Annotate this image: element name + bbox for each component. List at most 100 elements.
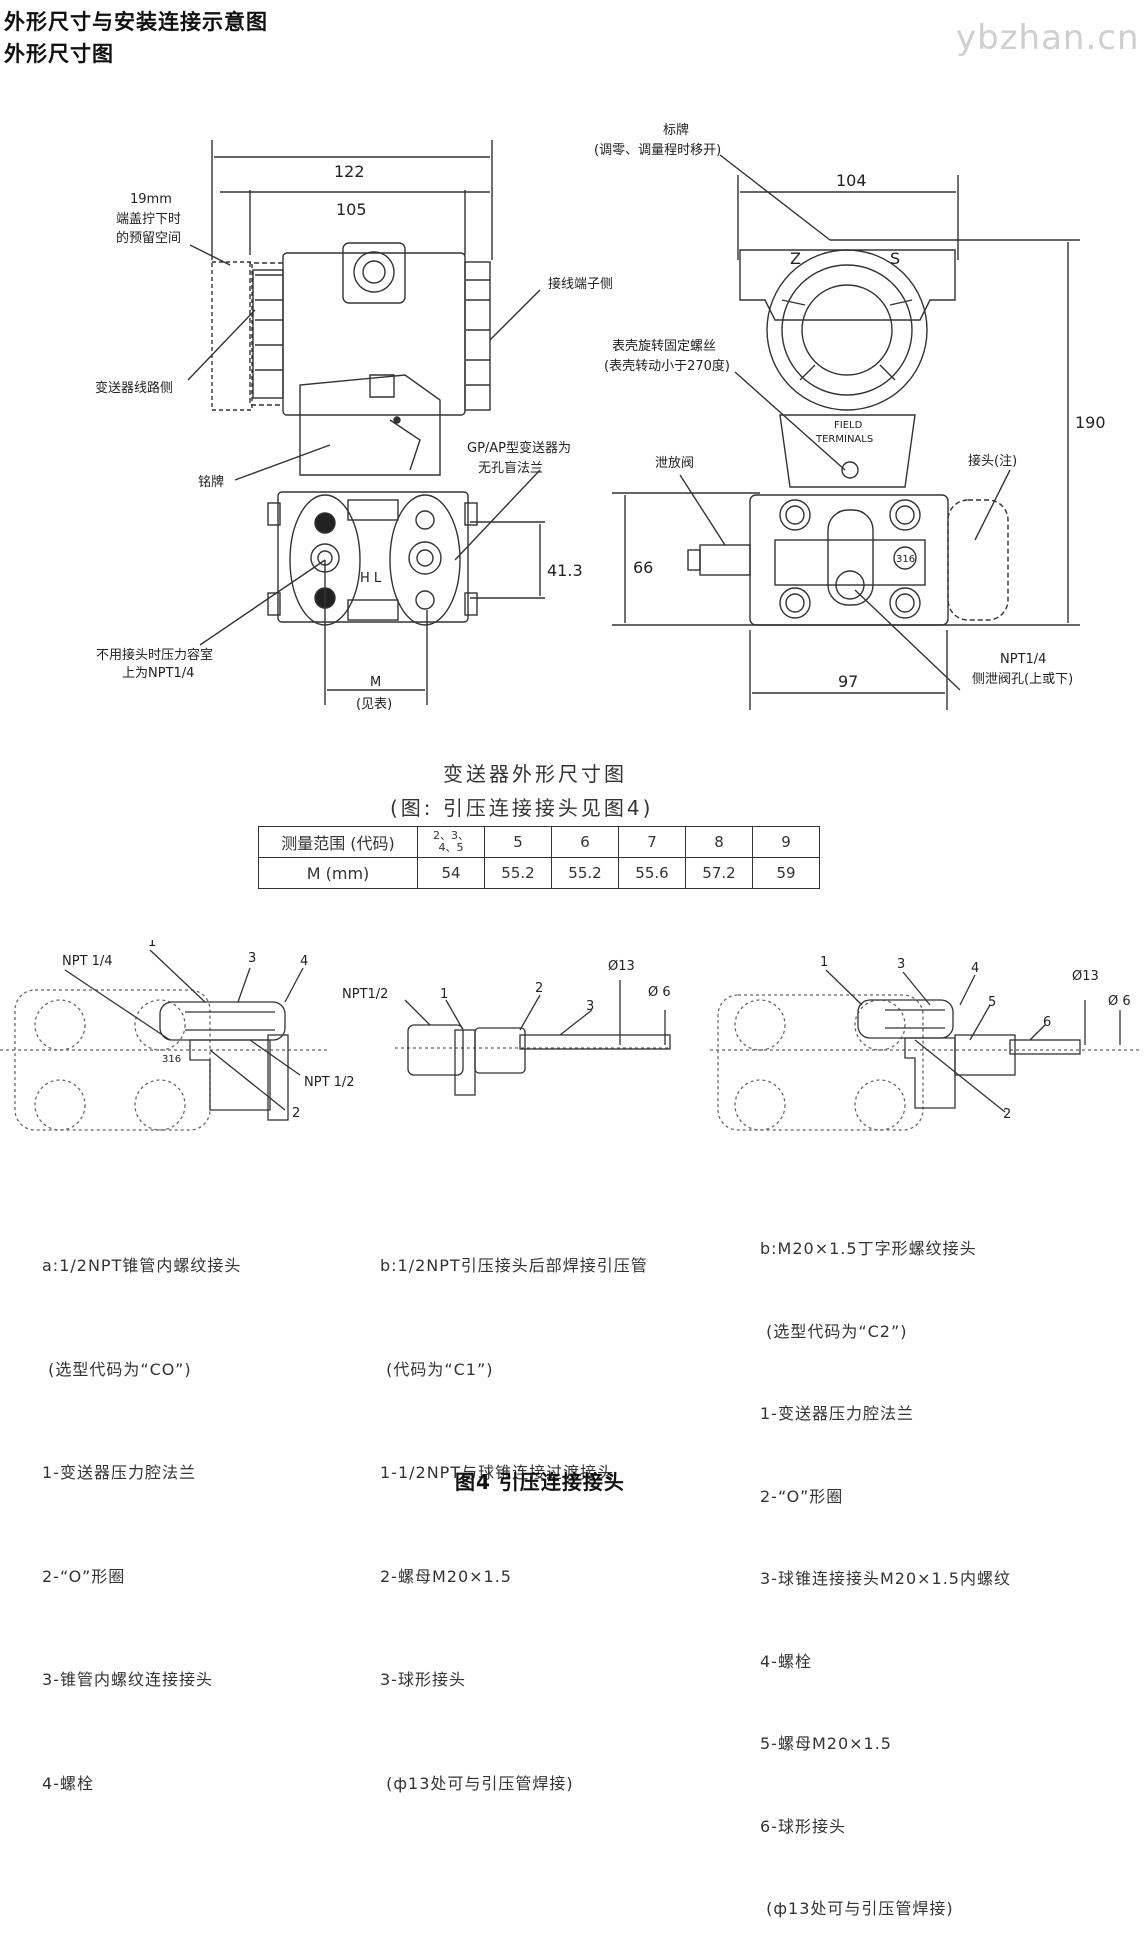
dim-97: 97 (838, 672, 858, 691)
dim-122: 122 (334, 162, 365, 181)
b-phi13-label: Ø13 (608, 959, 635, 974)
drain-valve-label: 泄放阀 (655, 456, 694, 471)
legend-b-line: 1-1/2NPT与球锥连接过渡接头 (380, 1463, 615, 1482)
code-first-l1: 2、3、 (433, 829, 469, 842)
dimension-table: 测量范围 (代码) 2、3、 4、5 5 6 7 8 9 M (mm) 54 5… (258, 826, 820, 889)
c-callout-4: 4 (971, 961, 979, 976)
legend-c-line: 1-变送器压力腔法兰 (760, 1404, 914, 1423)
note-19mm-l2: 端盖拧下时 (116, 212, 181, 227)
watermark: ybzhan.cn (956, 18, 1140, 58)
dim-66: 66 (633, 558, 653, 577)
legend-a-line: a:1/2NPT锥管内螺纹接头 (42, 1256, 242, 1275)
dim-190: 190 (1075, 413, 1106, 432)
c-phi13-label: Ø13 (1072, 969, 1099, 984)
field-terminals-l1: FIELD (834, 420, 863, 431)
dim-41-3: 41.3 (547, 561, 583, 580)
dim-104: 104 (836, 171, 867, 190)
legend-a-line: 2-“O”形圈 (42, 1566, 126, 1586)
legend-c-line: (ф13处可与引压管焊接) (760, 1899, 954, 1918)
rotate-note-l2: (表壳转动小于270度) (604, 358, 730, 374)
table-cell: 2、3、 4、5 (417, 826, 485, 858)
dim-m-note: (见表) (356, 697, 392, 712)
table-cell: 55.2 (484, 857, 552, 889)
badge-label-l2: (调零、调量程时移开) (594, 143, 721, 158)
legend-c-line: 4-螺栓 (760, 1651, 812, 1671)
page-subtitle: 外形尺寸图 (4, 42, 114, 66)
table-cell: 6 (551, 826, 619, 858)
legend-c-line: (选型代码为“C2”) (760, 1321, 908, 1341)
c-callout-6: 6 (1043, 1015, 1051, 1030)
rotate-note-l1: 表壳旋转固定螺丝 (612, 339, 716, 354)
unused-note-l1: 不用接头时压力容室 (96, 647, 213, 663)
legend-c-line: 5-螺母M20×1.5 (760, 1734, 892, 1753)
s-mark: S (890, 249, 900, 268)
dim-105: 105 (336, 200, 367, 219)
legend-a-line: (选型代码为“CO”) (42, 1359, 192, 1379)
npt-side-l2: 侧泄阀孔(上或下) (972, 672, 1073, 687)
b-callout-2: 2 (535, 981, 543, 996)
legend-c-line: 6-球形接头 (760, 1816, 846, 1836)
a-callout-4: 4 (300, 954, 308, 969)
b-callout-3: 3 (586, 999, 594, 1014)
legend-a-line: 4-螺栓 (42, 1773, 94, 1793)
a-callout-2: 2 (292, 1106, 300, 1121)
b-callout-1: 1 (440, 987, 448, 1002)
b-phi6-label: Ø 6 (648, 985, 671, 1000)
a-callout-3: 3 (248, 951, 256, 966)
legend-b-line: 2-螺母M20×1.5 (380, 1566, 512, 1586)
legend-c: b:M20×1.5丁字形螺纹接头 (选型代码为“C2”) 1-变送器压力腔法兰 … (760, 1180, 1011, 1950)
pressure-connection-drawings: NPT 1/4 1 3 4 316 NPT 1/2 2 NPT1/2 1 2 3… (0, 940, 1140, 1131)
table-cell: 5 (484, 826, 552, 858)
a-callout-1: 1 (148, 940, 156, 950)
figure-caption-line1: 变送器外形尺寸图 (443, 762, 627, 786)
legend-a-line: 1-变送器压力腔法兰 (42, 1463, 196, 1482)
nameplate-label: 铭牌 (198, 474, 224, 490)
legend-a-line: 3-锥管内螺纹连接接头 (42, 1670, 213, 1689)
table-cell: 8 (685, 826, 753, 858)
transmitter-dimension-drawing: 122 105 19mm 端盖拧下时 的预留空间 接线端子侧 变送器线路侧 铭牌… (95, 122, 1106, 712)
circuit-side-label: 变送器线路侧 (95, 380, 173, 396)
note-19mm-l3: 的预留空间 (116, 230, 181, 246)
legend-b-line: b:1/2NPT引压接头后部焊接引压管 (380, 1256, 648, 1275)
terminal-side-label: 接线端子侧 (548, 276, 613, 292)
c-callout-1: 1 (820, 955, 828, 970)
table-cell: 54 (417, 857, 485, 889)
table-cell: 57.2 (685, 857, 753, 889)
gp-ap-label-l1: GP/AP型变送器为 (467, 440, 571, 456)
a-npt14-label: NPT 1/4 (62, 954, 113, 969)
gp-ap-label-l2: 无孔盲法兰 (478, 460, 543, 476)
table-cell: 9 (752, 826, 820, 858)
figure-caption-line2: (图: 引压连接接头见图4) (390, 796, 654, 820)
table-cell: 55.2 (551, 857, 619, 889)
table-cell: 59 (752, 857, 820, 889)
legend-a: a:1/2NPT锥管内螺纹接头 (选型代码为“CO”) 1-变送器压力腔法兰 2… (42, 1180, 241, 1836)
legend-b-line: (代码为“C1”) (380, 1359, 494, 1379)
table-header-range: 测量范围 (代码) (258, 826, 418, 858)
badge-label-l1: 标牌 (663, 122, 689, 138)
table-row: M (mm) 54 55.2 55.2 55.6 57.2 59 (258, 857, 820, 889)
table-row: 测量范围 (代码) 2、3、 4、5 5 6 7 8 9 (258, 826, 820, 858)
figure4-caption: 图4 引压连接接头 (455, 1470, 625, 1494)
a-npt12-label: NPT 1/2 (304, 1075, 355, 1090)
table-cell: 7 (618, 826, 686, 858)
legend-b: b:1/2NPT引压接头后部焊接引压管 (代码为“C1”) 1-1/2NPT与球… (380, 1180, 648, 1836)
c-phi6-label: Ø 6 (1108, 994, 1131, 1009)
h-l-label: H L (360, 571, 382, 586)
legend-c-line: 2-“O”形圈 (760, 1486, 844, 1506)
legend-c-line: 3-球锥连接接头M20×1.5内螺纹 (760, 1569, 1011, 1588)
page-title: 外形尺寸与安装连接示意图 (4, 10, 268, 34)
dim-m: M (370, 675, 381, 690)
legend-c-line: b:M20×1.5丁字形螺纹接头 (760, 1239, 977, 1258)
legend-b-line: (ф13处可与引压管焊接) (380, 1773, 574, 1793)
mark-316: 316 (896, 554, 915, 565)
unused-note-l2: 上为NPT1/4 (122, 666, 194, 681)
c-callout-3: 3 (897, 957, 905, 972)
c-callout-5: 5 (988, 995, 996, 1010)
field-terminals-l2: TERMINALS (815, 434, 873, 445)
c-callout-2: 2 (1003, 1107, 1011, 1122)
npt-side-l1: NPT1/4 (1000, 652, 1046, 667)
a-316-mark: 316 (162, 1054, 181, 1065)
legend-b-line: 3-球形接头 (380, 1670, 466, 1689)
b-npt12-label: NPT1/2 (342, 987, 388, 1002)
table-header-m: M (mm) (258, 857, 418, 889)
